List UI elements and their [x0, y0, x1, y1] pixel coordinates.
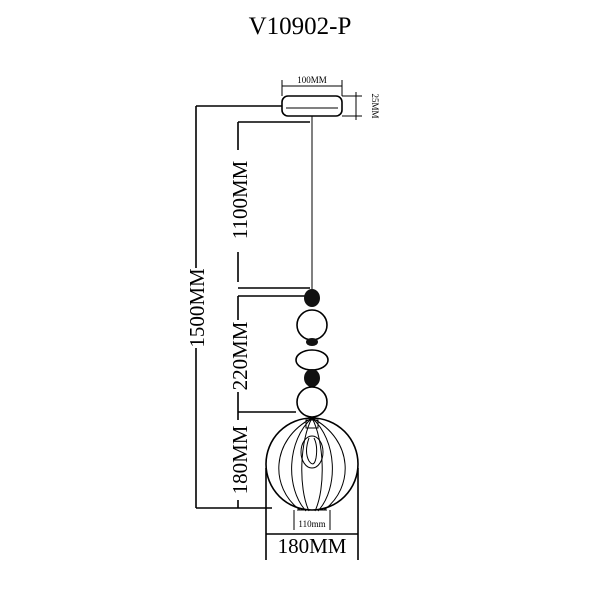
canopy-width-dimension: 100MM	[281, 75, 343, 96]
white-bead-upper	[296, 309, 328, 341]
total-drop-dimension: 1500MM	[185, 105, 282, 509]
model-title: V10902-P	[249, 13, 352, 40]
canopy-height-dimension: 25MM	[342, 92, 380, 120]
shade-height-dimension: 180MM	[228, 412, 252, 508]
dark-bead-top	[304, 289, 320, 307]
bead-stack-dimension: 220MM	[228, 296, 296, 413]
shade-width-label: 180MM	[278, 534, 347, 558]
canopy-width-label: 100MM	[297, 75, 327, 85]
shade-width-dimension: 180MM	[265, 468, 359, 560]
shade-opening-dimension: 110mm	[293, 510, 331, 530]
white-disc-bead	[295, 349, 329, 371]
globe-shade	[265, 417, 359, 512]
bead-stack	[295, 289, 329, 418]
shade-height-label: 180MM	[228, 425, 252, 494]
white-bead-lower	[296, 386, 328, 418]
shade-opening-label: 110mm	[298, 519, 325, 529]
bead-stack-label: 220MM	[228, 321, 252, 390]
canopy-height-label: 25MM	[370, 93, 380, 118]
cable-length-dimension: 1100MM	[228, 121, 310, 297]
ceiling-canopy	[281, 95, 343, 117]
dark-bead-upper	[306, 338, 318, 346]
total-drop-label: 1500MM	[185, 268, 209, 348]
dark-bead-middle	[304, 369, 320, 387]
cable-length-label: 1100MM	[228, 160, 252, 239]
